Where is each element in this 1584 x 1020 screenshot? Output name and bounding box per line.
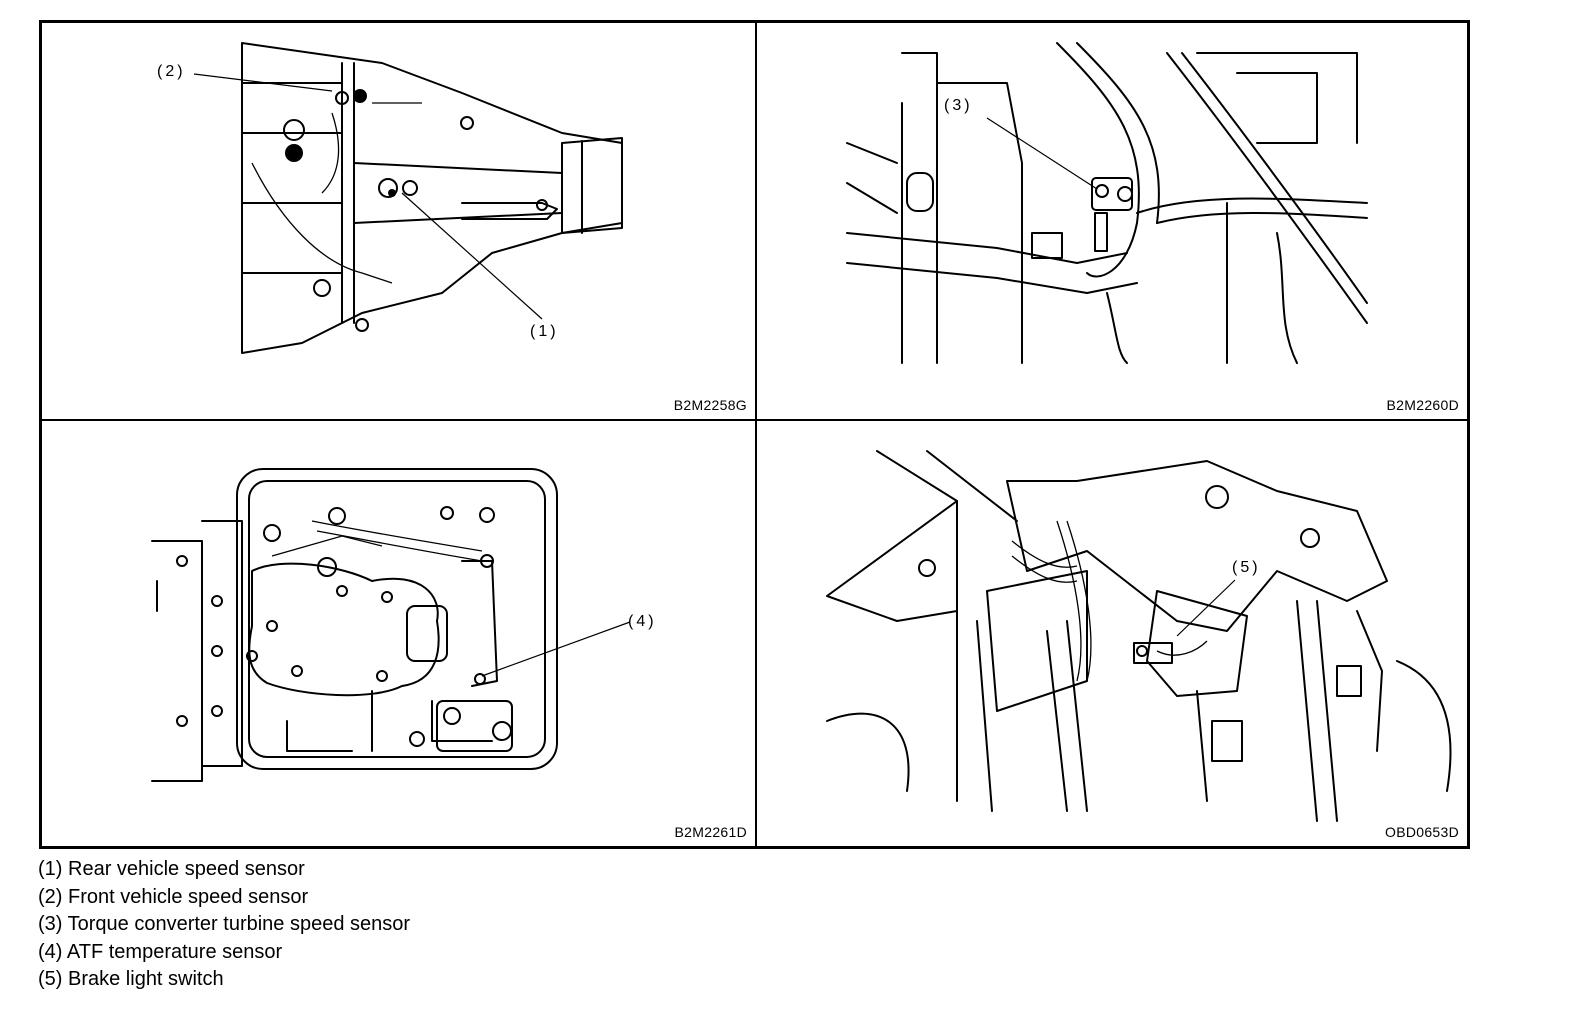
valve-body-illustration (151, 468, 631, 782)
figure-brake-switch: (5) OBD0653D (757, 421, 1467, 846)
transmission-illustration (193, 42, 623, 354)
legend-item-4: (4) ATF temperature sensor (38, 940, 283, 963)
legend-item-2: (2) Front vehicle speed sensor (38, 885, 309, 908)
callout-2: (2) (157, 63, 186, 80)
figure-rear-transmission: (2) (1) B2M2258G (42, 23, 755, 419)
legend-list: (1) Rear vehicle speed sensor (2) Front … (38, 856, 410, 994)
figure-grid: (2) (1) B2M2258G (39, 20, 1470, 849)
callout-4: (4) (628, 613, 657, 630)
legend-item-3: (3) Torque converter turbine speed senso… (38, 913, 411, 935)
grid-divider-horizontal (42, 419, 1467, 421)
callout-3: (3) (944, 97, 973, 114)
figure-code: OBD0653D (1385, 824, 1459, 840)
callout-1: (1) (530, 323, 559, 340)
figure-valve-body: (4) B2M2261D (42, 421, 755, 846)
figure-turbine-sensor: (3) B2M2260D (757, 23, 1467, 419)
turbine-sensor-illustration (846, 42, 1368, 364)
legend-item-1: (1) Rear vehicle speed sensor (38, 858, 305, 880)
callout-5: (5) (1232, 559, 1261, 576)
brake-switch-illustration (826, 450, 1452, 822)
grid-divider-vertical (755, 23, 757, 846)
legend-item-5: (5) Brake light switch (38, 968, 224, 990)
figure-code: B2M2260D (1386, 397, 1459, 413)
figure-code: B2M2261D (674, 824, 747, 840)
figure-code: B2M2258G (673, 397, 747, 413)
